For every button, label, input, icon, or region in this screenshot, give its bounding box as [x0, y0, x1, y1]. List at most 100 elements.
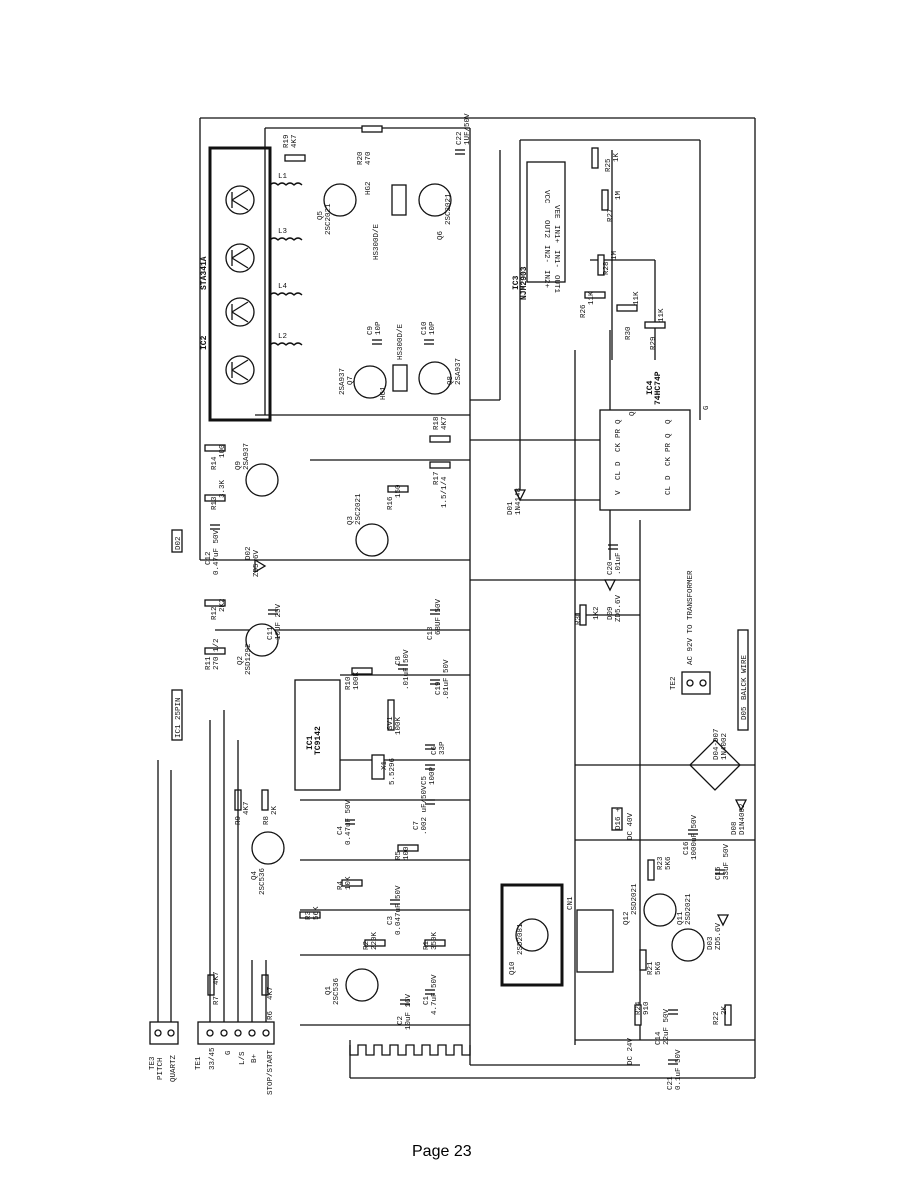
c15-value: 33uF 50V — [723, 843, 731, 880]
te1-pin-33-45: 33/45 — [209, 1047, 217, 1070]
ic2-sta341a: STA341A IC2 — [200, 146, 272, 422]
c9-ref: C9 — [367, 326, 375, 335]
te1-pin3 — [234, 1029, 242, 1037]
q12-part: 2SD2021 — [631, 883, 639, 915]
r4-ref: R4 — [337, 880, 345, 890]
c12-value: 0.47uF 50V — [213, 529, 221, 575]
r12-value: 2K2 — [219, 598, 227, 612]
q1-symbol — [345, 968, 379, 1002]
c16-ref: C16 — [683, 841, 691, 855]
flag-d02 — [171, 529, 183, 553]
te2-pin2 — [699, 679, 707, 687]
d08-ref: D08 — [731, 821, 739, 835]
ic4-pin-cl1: CL — [615, 470, 623, 480]
r12-symbol — [204, 599, 226, 607]
c6-ref: C6 — [431, 745, 439, 755]
d02-ref: D02 — [245, 546, 253, 560]
r20-value: 470 — [365, 151, 373, 165]
r6-value: 4K7 — [267, 986, 275, 1000]
q5-ref: Q5 — [317, 210, 325, 220]
q3-part: 2SC2021 — [355, 493, 363, 525]
r17-value: 1.5/1/4 — [441, 476, 449, 508]
c20-value: .01uF — [615, 552, 623, 575]
q10-box — [500, 883, 564, 987]
r29-ref: R29 — [650, 336, 658, 350]
c19-ref: C19 — [435, 681, 443, 695]
r18-ref: R18 — [433, 416, 441, 430]
hg1-ref: HG1 — [380, 386, 388, 400]
r5-symbol — [397, 844, 419, 852]
ic1-ref: IC1 — [306, 735, 315, 750]
q2-ref: Q2 — [237, 656, 245, 665]
q1-part: 2SC536 — [333, 977, 341, 1005]
flag-d05-text: D05 — [741, 706, 749, 720]
hg2-ref: HG2 — [365, 181, 373, 195]
r5-ref: R5 — [395, 850, 403, 860]
r16-value: 150 — [395, 484, 403, 498]
ic3-pin-in2-neg: IN2- — [542, 245, 550, 263]
r26-value: 11K — [588, 291, 596, 305]
ic3-pin-in2-pos: IN2+ — [542, 270, 550, 289]
q11-ref: Q11 — [677, 911, 685, 925]
c14-ref: C14 — [655, 1031, 663, 1045]
r26-ref: R26 — [580, 304, 588, 318]
ic4-pin-ck: CK — [665, 456, 673, 466]
te2-label: AC 92V TO TRANSFORMER — [687, 570, 695, 665]
q6-ref: Q6 — [437, 230, 445, 240]
r7-ref: R7 — [213, 996, 221, 1005]
r27-value: 1M — [615, 190, 623, 200]
ic2-ref: IC2 — [200, 335, 209, 350]
flag-ic1-25pin — [171, 689, 183, 741]
te1-ref: TE1 — [195, 1056, 203, 1070]
q2-section: Q2 2SD1292 R12 2K2 R11 270 1/2 C11 10UF … — [204, 598, 443, 675]
r19-ref: R19 — [283, 134, 291, 148]
r23-symbol — [647, 859, 655, 881]
r28-value: 1M — [611, 250, 619, 260]
c20-ref: C20 — [607, 561, 615, 575]
r14-value: 100 — [219, 444, 227, 458]
c4-value: 0.47uF 50V — [345, 799, 353, 845]
c7-ref: C7 — [413, 821, 421, 830]
te2-ref: TE2 — [670, 676, 678, 690]
te1-pin-stop-start: STOP/START — [267, 1049, 275, 1095]
r11-symbol — [204, 647, 226, 655]
d09-symbol — [603, 579, 617, 592]
page-number: Page 23 — [412, 1143, 472, 1160]
q8-symbol — [418, 361, 452, 395]
te3-pin2 — [167, 1029, 175, 1037]
c5-ref: C5 — [421, 775, 429, 785]
r10-ref: R10 — [345, 676, 353, 690]
r16-ref: R16 — [387, 496, 395, 510]
te3-ref: TE3 — [149, 1056, 157, 1070]
ic4-pin-q2: Q — [615, 419, 623, 424]
r17-ref: R17 — [433, 471, 441, 485]
ic4-pin-q: Q — [665, 433, 673, 438]
hall-drive-upper: 2SC2021 Q5 2SC2021 Q6 HG2 HS300D/E R20 4… — [283, 113, 472, 260]
hg1-part: HS300D/E — [397, 323, 405, 360]
c7-value: .002 uF/50V — [421, 785, 429, 835]
r21-symbol — [639, 949, 647, 971]
c10-value: 10P — [429, 321, 437, 335]
c1-value: 4.7uF 50V — [431, 974, 439, 1015]
q5-part: 2SC2021 — [325, 203, 333, 235]
q10-part: 2SD2081 — [517, 923, 525, 955]
x1-ref: X1 — [381, 760, 389, 770]
r31-ref: R31 — [575, 611, 583, 625]
sv1-symbol — [387, 699, 395, 731]
flag-ic1-25pin-text: IC1 25PIN — [175, 697, 183, 738]
r7-value: 4K7 — [213, 971, 221, 985]
terminal-blocks: TE3 PITCH QUARTZ TE1 33/45 G L/S B+ STOP… — [149, 710, 275, 1095]
d09-value: ZD5.6V — [615, 594, 623, 622]
r25-ref: R25 — [605, 158, 613, 172]
main-wiring — [199, 117, 756, 1079]
r31-symbol — [579, 604, 587, 626]
q4-ref: Q4 — [251, 870, 259, 880]
r2-symbol — [364, 939, 386, 947]
r11-ref: R11 — [205, 656, 213, 670]
r28-ref: R28 — [603, 261, 611, 275]
c6-value: 33P — [439, 741, 447, 755]
c4-ref: C4 — [337, 825, 345, 835]
ic3-pin-vcc: VCC — [542, 190, 550, 204]
r12-ref: R12 — [211, 606, 219, 620]
ic4-pin-qn: Q — [665, 419, 673, 424]
